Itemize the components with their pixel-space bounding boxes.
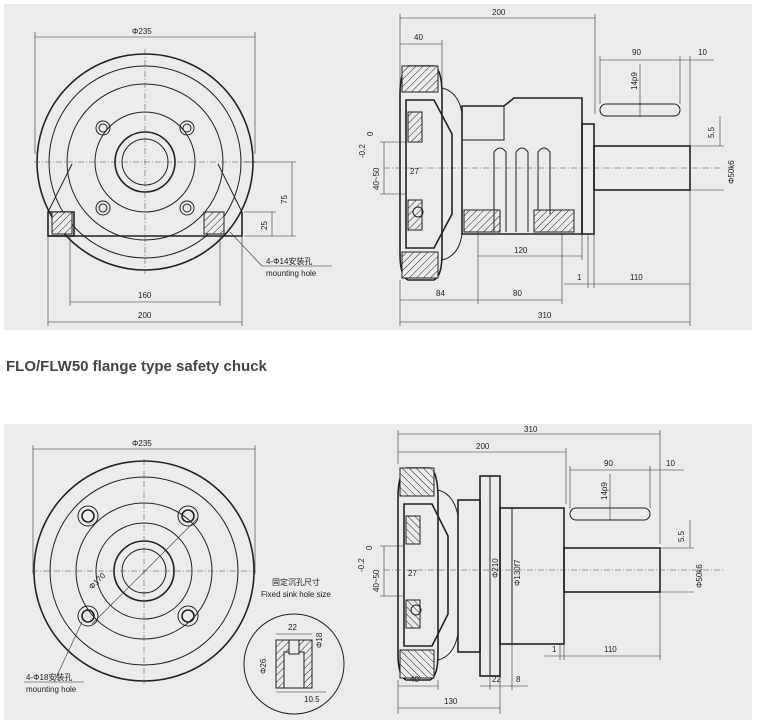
bottom-side-dim-22: 22	[492, 675, 501, 684]
top-front-view: Φ235 75 25 4-Φ14安装孔 m	[34, 27, 332, 326]
bottom-side-dim-27: 27	[408, 569, 417, 578]
top-side-dim-84: 84	[436, 289, 445, 298]
bottom-side-dim-5-5: 5.5	[677, 530, 686, 542]
bottom-front-view: Φ235 Φ170 4-Φ18安装孔 mounting hole 固定沉孔尺寸 …	[24, 439, 345, 715]
top-side-tol0: 0	[366, 131, 375, 136]
top-side-dim-120: 120	[514, 246, 528, 255]
bottom-side-tol0: 0	[365, 545, 374, 550]
bottom-side-view: 310 200 Φ210 Φ130f7 90 10 14p9	[357, 425, 724, 714]
bottom-front-dia-170: Φ170	[87, 571, 108, 592]
top-side-dim-110: 110	[630, 273, 643, 282]
top-front-dim-75: 75	[280, 195, 289, 204]
bottom-side-dim-10: 10	[666, 459, 675, 468]
bottom-front-hole-note-cn: 4-Φ18安装孔	[26, 672, 72, 682]
sink-dim-18: Φ18	[315, 632, 324, 648]
bottom-side-dim-210: Φ210	[491, 558, 500, 578]
top-side-tol: -0.2	[358, 144, 367, 158]
bottom-side-dim-40-50: 40~50	[372, 569, 381, 592]
top-side-dim-200: 200	[492, 8, 506, 17]
top-front-dim-25: 25	[260, 221, 269, 230]
bottom-side-dim-50k6: Φ50k6	[695, 564, 704, 588]
sink-title-en: Fixed sink hole size	[261, 590, 331, 599]
top-front-dim-160: 160	[138, 291, 152, 300]
top-front-hole-note-en: mounting hole	[266, 269, 317, 278]
top-side-view: 200 40 90 10 14p9	[358, 8, 736, 326]
top-front-hole-note-cn: 4-Φ14安装孔	[266, 256, 312, 266]
top-side-dim-5-5: 5.5	[707, 126, 716, 138]
top-side-dim-1: 1	[577, 273, 582, 282]
top-side-dim-40: 40	[414, 33, 423, 42]
bottom-side-dim-200: 200	[476, 442, 490, 451]
bottom-side-dim-14p9: 14p9	[600, 482, 609, 500]
sink-dim-22: 22	[288, 623, 297, 632]
bottom-front-dia-outer: Φ235	[132, 439, 152, 448]
top-front-dia-outer: Φ235	[132, 27, 152, 36]
bottom-side-dim-40: 40	[410, 675, 419, 684]
top-front-bolt-holes	[95, 120, 195, 216]
bottom-side-dim-310: 310	[524, 425, 538, 434]
sink-dim-26: Φ26	[259, 658, 268, 674]
bottom-side-tol: -0.2	[357, 558, 366, 572]
top-side-dim-90: 90	[632, 48, 641, 57]
top-side-dim-14p9: 14p9	[630, 72, 639, 90]
bottom-front-hole-note-en: mounting hole	[26, 685, 77, 694]
bottom-side-dim-1: 1	[552, 645, 557, 654]
top-side-dim-10: 10	[698, 48, 707, 57]
top-side-dim-27: 27	[410, 167, 419, 176]
top-front-dim-200: 200	[138, 311, 152, 320]
top-side-dim-80: 80	[513, 289, 522, 298]
top-drawing-panel: Φ235 75 25 4-Φ14安装孔 m	[4, 4, 752, 330]
bottom-side-dim-110: 110	[604, 645, 617, 654]
bottom-side-dim-8: 8	[516, 675, 521, 684]
sink-dim-10-5: 10.5	[304, 695, 320, 704]
top-side-dim-50k6: Φ50k6	[727, 160, 736, 184]
top-side-dim-40-50: 40~50	[372, 167, 381, 190]
sink-title-cn: 固定沉孔尺寸	[272, 577, 320, 587]
bottom-side-dim-90: 90	[604, 459, 613, 468]
top-drawing: Φ235 75 25 4-Φ14安装孔 m	[34, 8, 736, 326]
top-side-dim-310: 310	[538, 311, 552, 320]
bottom-side-dim-130: 130	[444, 697, 458, 706]
bottom-front-bolt-holes	[77, 505, 199, 627]
bottom-drawing-panel: Φ235 Φ170 4-Φ18安装孔 mounting hole 固定沉孔尺寸 …	[4, 424, 752, 720]
bottom-drawing: Φ235 Φ170 4-Φ18安装孔 mounting hole 固定沉孔尺寸 …	[24, 425, 724, 715]
bottom-side-dim-130f7: Φ130f7	[513, 559, 522, 586]
drawing-caption: FLO/FLW50 flange type safety chuck	[6, 358, 267, 375]
